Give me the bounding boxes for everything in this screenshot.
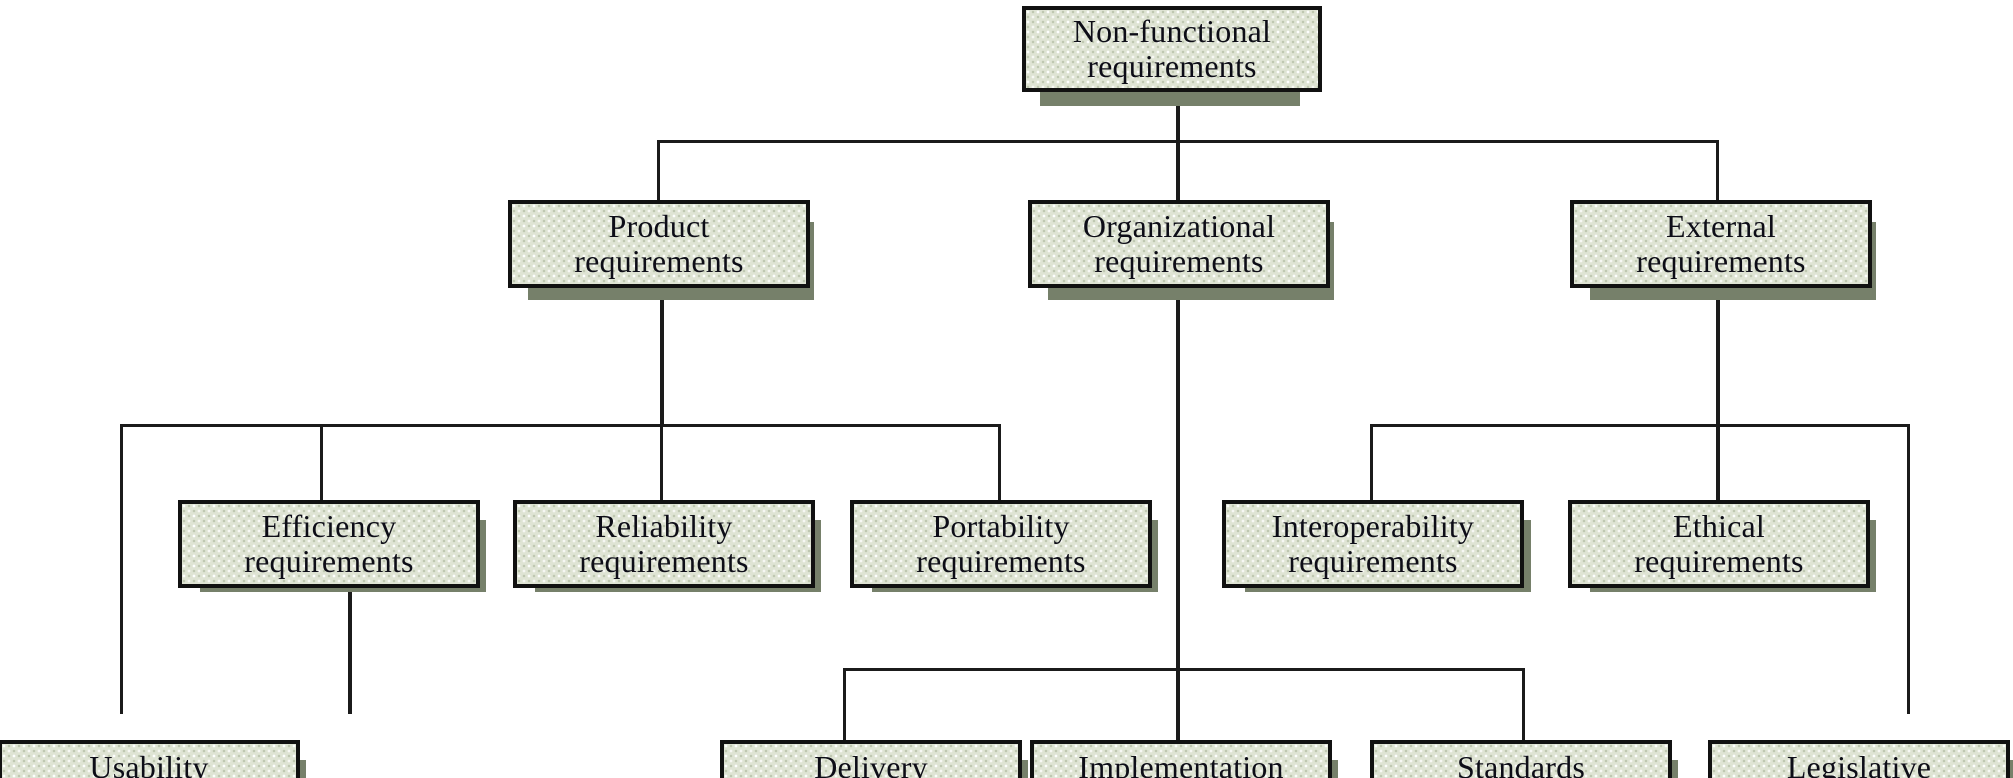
edge-to-efficiency (320, 424, 323, 500)
node-efficiency-requirements[interactable]: Efficiency requirements (178, 500, 480, 588)
node-label-line1: Implementation (1078, 749, 1284, 778)
node-standards-requirements[interactable]: Standards (1370, 740, 1672, 778)
node-portability-requirements[interactable]: Portability requirements (850, 500, 1152, 588)
node-label-line1: Delivery (814, 749, 928, 778)
node-usability-requirements[interactable]: Usability (0, 740, 300, 778)
node-legislative-requirements[interactable]: Legislative (1708, 740, 2010, 778)
edge-to-legislative (1907, 424, 1910, 714)
edge-root-stem (1176, 90, 1180, 142)
edge-to-organizational (1176, 140, 1180, 200)
node-label-line1: Efficiency (261, 508, 397, 545)
node-product-requirements[interactable]: Product requirements (508, 200, 810, 288)
node-delivery-requirements[interactable]: Delivery (720, 740, 1022, 778)
edge-level1-bus (657, 140, 1719, 143)
edge-to-implementation (1176, 668, 1180, 740)
node-label-line1: Product (608, 208, 710, 245)
edge-to-delivery (843, 668, 846, 740)
edge-external-stem (1716, 288, 1720, 500)
node-label-line2: requirements (1094, 243, 1264, 279)
edge-to-reliability (660, 424, 663, 500)
edge-external-bus (1370, 424, 1910, 427)
edge-product-bus (120, 424, 1000, 427)
node-interoperability-requirements[interactable]: Interoperability requirements (1222, 500, 1524, 588)
edge-to-standards (1522, 668, 1525, 740)
edge-to-product (657, 140, 660, 200)
node-label-line2: requirements (1636, 243, 1806, 279)
node-label-line2: requirements (244, 543, 414, 579)
node-label-line1: External (1666, 208, 1776, 245)
node-implementation-requirements[interactable]: Implementation (1030, 740, 1332, 778)
node-reliability-requirements[interactable]: Reliability requirements (513, 500, 815, 588)
edge-to-usability (120, 424, 123, 714)
node-label-line1: Ethical (1672, 508, 1766, 545)
node-label-line1: Interoperability (1271, 508, 1475, 545)
node-label-line2: requirements (574, 243, 744, 279)
node-label-line1: Non-functional (1072, 13, 1272, 50)
node-label-line1: Reliability (595, 508, 733, 545)
edge-to-external (1716, 140, 1719, 200)
node-label-line1: Usability (89, 749, 209, 778)
node-ethical-requirements[interactable]: Ethical requirements (1568, 500, 1870, 588)
node-label-line2: requirements (1288, 543, 1458, 579)
node-label-line2: requirements (1634, 543, 1804, 579)
edge-to-interoperability (1370, 424, 1373, 500)
node-organizational-requirements[interactable]: Organizational requirements (1028, 200, 1330, 288)
node-label-line1: Standards (1456, 749, 1585, 778)
edge-efficiency-stem (348, 592, 352, 714)
node-external-requirements[interactable]: External requirements (1570, 200, 1872, 288)
edge-product-stem (660, 288, 664, 426)
node-label-line2: requirements (579, 543, 749, 579)
edge-to-portability (998, 424, 1001, 500)
edge-organizational-stem (1176, 288, 1180, 670)
edge-organizational-bus (843, 668, 1525, 671)
node-label-line1: Portability (932, 508, 1070, 545)
node-label-line2: requirements (916, 543, 1086, 579)
node-label-line2: requirements (1087, 48, 1257, 84)
node-non-functional-requirements[interactable]: Non-functional requirements (1022, 6, 1322, 92)
node-label-line1: Organizational (1082, 208, 1276, 245)
node-label-line1: Legislative (1786, 749, 1932, 778)
